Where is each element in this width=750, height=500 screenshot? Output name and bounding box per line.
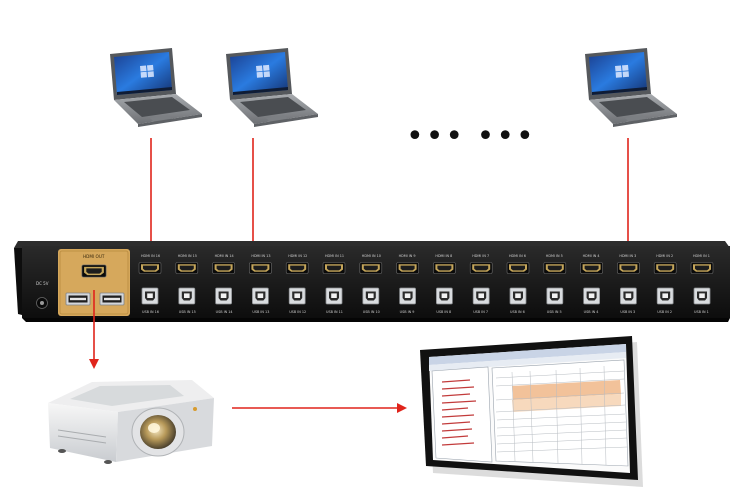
projector bbox=[48, 380, 214, 464]
usb-b-port-icon bbox=[435, 287, 453, 305]
laptop-icon bbox=[110, 48, 202, 127]
laptop-1 bbox=[110, 48, 202, 127]
usb-in-label: USB IN 8 bbox=[436, 310, 451, 314]
usb-b-port-icon bbox=[325, 287, 343, 305]
projector-icon bbox=[48, 380, 214, 464]
usb-in-label: USB IN 11 bbox=[326, 310, 343, 314]
hdmi-port-icon bbox=[506, 262, 530, 274]
hdmi-in-label: HDMI IN 1 bbox=[693, 254, 710, 258]
hdmi-in-label: HDMI IN 9 bbox=[399, 254, 416, 258]
hdmi-port-icon bbox=[396, 262, 420, 274]
hdmi-in-label: HDMI IN 6 bbox=[509, 254, 526, 258]
hdmi-in-label: HDMI IN 5 bbox=[546, 254, 563, 258]
usb-b-port-icon bbox=[141, 287, 159, 305]
usb-in-label: USB IN 10 bbox=[363, 310, 380, 314]
hdmi-in-label: HDMI IN 7 bbox=[472, 254, 489, 258]
usb-in-label: USB IN 7 bbox=[473, 310, 488, 314]
hdmi-in-label: HDMI IN 13 bbox=[251, 254, 270, 258]
hdmi-port-icon bbox=[432, 262, 456, 274]
usb-in-label: USB IN 12 bbox=[289, 310, 306, 314]
usb-in-label: USB IN 2 bbox=[657, 310, 672, 314]
hdmi-port-icon bbox=[469, 262, 493, 274]
usb-in-label: USB IN 14 bbox=[216, 310, 233, 314]
usb-in-label: USB IN 5 bbox=[547, 310, 562, 314]
usb-b-port-icon bbox=[288, 287, 306, 305]
hdmi-in-label: HDMI IN 2 bbox=[656, 254, 673, 258]
usb-b-port-icon bbox=[509, 287, 527, 305]
hdmi-in-label: HDMI IN 8 bbox=[435, 254, 452, 258]
usb-b-port-icon bbox=[619, 287, 637, 305]
hdmi-port-icon bbox=[248, 262, 272, 274]
usb-a-port-icon bbox=[99, 292, 125, 306]
usb-b-port-icon bbox=[215, 287, 233, 305]
hdmi-in-label: HDMI IN 4 bbox=[583, 254, 600, 258]
hdmi-port-icon bbox=[138, 262, 162, 274]
usb-a-port-icon bbox=[65, 292, 91, 306]
projection-screen-icon bbox=[420, 336, 643, 487]
hdmi-port-icon bbox=[653, 262, 677, 274]
laptop-2 bbox=[226, 48, 318, 127]
laptop-icon bbox=[226, 48, 318, 127]
hdmi-in-label: HDMI IN 12 bbox=[288, 254, 307, 258]
hdmi-port-icon bbox=[322, 262, 346, 274]
usb-in-label: USB IN 3 bbox=[620, 310, 635, 314]
usb-b-port-icon bbox=[693, 287, 711, 305]
usb-in-ports: USB IN 16 USB IN 15 USB IN 14 USB IN 13 USB … bbox=[141, 287, 711, 314]
usb-in-label: USB IN 1 bbox=[694, 310, 709, 314]
hdmi-in-label: HDMI IN 11 bbox=[325, 254, 344, 258]
usb-in-label: USB IN 4 bbox=[584, 310, 599, 314]
usb-in-label: USB IN 15 bbox=[179, 310, 196, 314]
usb-b-port-icon bbox=[178, 287, 196, 305]
hdmi-port-icon bbox=[580, 262, 604, 274]
hdmi-port-icon bbox=[212, 262, 236, 274]
usb-b-port-icon bbox=[362, 287, 380, 305]
projection-screen bbox=[420, 336, 643, 487]
laptop-icon bbox=[585, 48, 677, 127]
hdmi-port-icon bbox=[175, 262, 199, 274]
hdmi-in-label: HDMI IN 3 bbox=[619, 254, 636, 258]
hdmi-port-icon bbox=[616, 262, 640, 274]
power-jack-icon bbox=[36, 297, 48, 309]
laptop-3 bbox=[585, 48, 677, 127]
usb-b-port-icon bbox=[546, 287, 564, 305]
hdmi-port-icon bbox=[81, 264, 107, 278]
usb-b-port-icon bbox=[656, 287, 674, 305]
hdmi-port-icon bbox=[285, 262, 309, 274]
hdmi-in-label: HDMI IN 14 bbox=[215, 254, 234, 258]
power-label: DC 5V bbox=[36, 281, 49, 286]
hdmi-in-ports: HDMI IN 16 HDMI IN 15 HDMI IN 14 HDMI IN 13… bbox=[138, 254, 714, 274]
hdmi-in-label: HDMI IN 15 bbox=[178, 254, 197, 258]
hdmi-in-label: HDMI IN 10 bbox=[362, 254, 381, 258]
usb-b-port-icon bbox=[399, 287, 417, 305]
usb-in-label: USB IN 9 bbox=[400, 310, 415, 314]
usb-b-port-icon bbox=[472, 287, 490, 305]
more-devices-ellipsis: ••• ••• bbox=[406, 119, 536, 154]
usb-in-label: USB IN 13 bbox=[252, 310, 269, 314]
usb-b-port-icon bbox=[251, 287, 269, 305]
usb-in-label: USB IN 16 bbox=[142, 310, 159, 314]
hdmi-port-icon bbox=[359, 262, 383, 274]
hdmi-port-icon bbox=[543, 262, 567, 274]
hdmi-port-icon bbox=[690, 262, 714, 274]
usb-in-label: USB IN 6 bbox=[510, 310, 525, 314]
usb-b-port-icon bbox=[583, 287, 601, 305]
hdmi-out-label: HDMI OUT bbox=[83, 254, 105, 259]
hdmi-in-label: HDMI IN 16 bbox=[141, 254, 160, 258]
